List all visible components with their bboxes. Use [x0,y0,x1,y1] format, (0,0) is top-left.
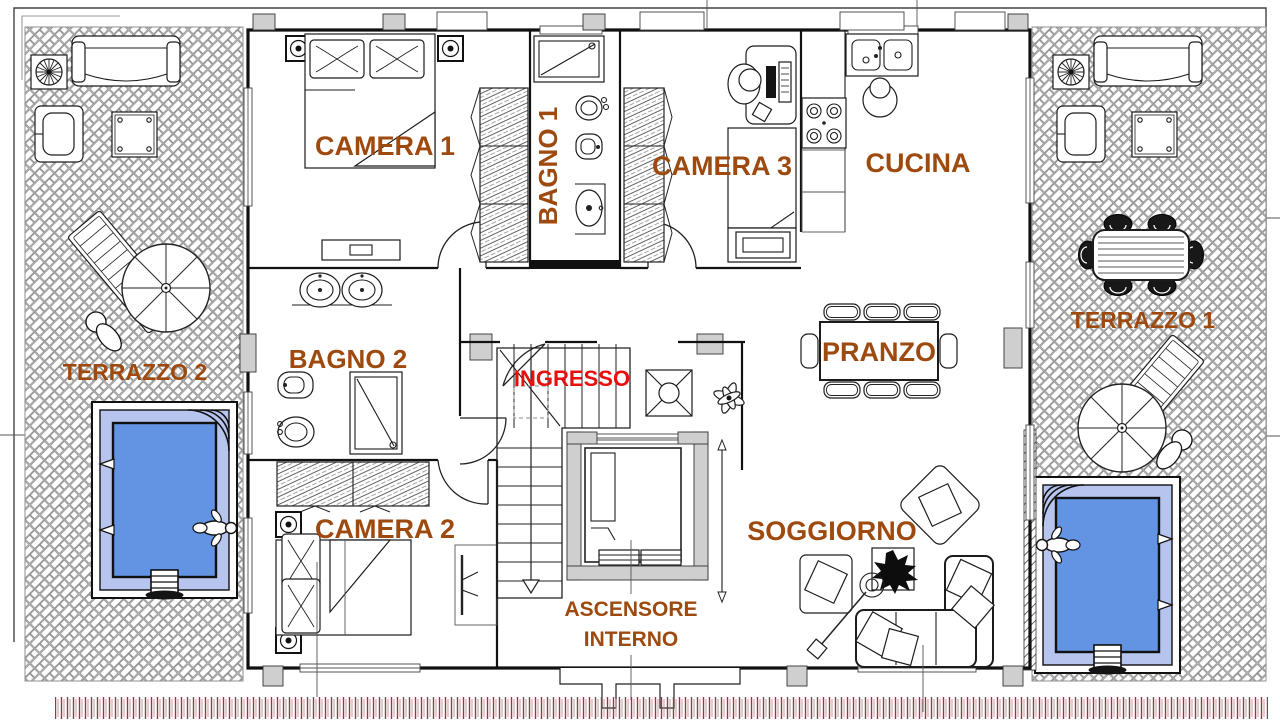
floor-lamp-icon [859,572,885,598]
apartment: CAMERA 1 BAGNO 1 [239,11,1037,712]
room-pranzo: PRANZO [800,303,958,399]
hall [645,369,745,604]
terrazzo1-label: TERRAZZO 1 [1071,307,1216,333]
camera2-label: CAMERA 2 [315,514,455,544]
elevator-cab [584,447,682,563]
hall-plant-icon [713,382,745,414]
interior-walls [248,30,803,668]
pranzo-label: PRANZO [822,337,936,367]
room-bagno2: BAGNO 2 [277,272,407,455]
wardrobe [479,87,529,263]
dining-table [819,321,939,381]
person-on-lounger [1156,429,1193,470]
stair-direction-arrow [521,579,541,595]
kitchen-sink [845,33,919,77]
room-bagno1: BAGNO 1 [533,35,610,235]
hedge-fringe [55,696,1268,720]
terrace-2: TERRAZZO 2 [24,26,244,682]
armchair-icon [900,465,980,545]
entry-mat [513,385,549,419]
person-at-desk [738,68,762,92]
room-camera1: CAMERA 1 [285,33,529,263]
terrace-1: TERRAZZO 1 [1031,26,1267,682]
room-soggiorno: SOGGIORNO [747,465,995,712]
bagno1-label: BAGNO 1 [533,107,563,225]
pool-left [90,400,239,601]
outdoor-dining-table [1077,213,1205,297]
person-on-lounger [85,311,122,352]
exterior-wall [246,28,1032,670]
bagno2-label: BAGNO 2 [289,344,407,374]
wardrobe [623,87,665,263]
terrazzo2-label: TERRAZZO 2 [63,359,207,385]
bidet-icon [277,416,315,448]
stairs: INGRESSO [496,344,631,599]
ascensore-label-line2: INTERNO [584,628,679,651]
soggiorno-label: SOGGIORNO [747,516,917,546]
ingresso-label: INGRESSO [514,366,630,391]
camera1-label: CAMERA 1 [315,131,455,161]
pool-right [1033,475,1182,676]
bidet-icon [575,95,603,121]
person-at-sink [869,77,891,99]
facade-pillars [239,11,1029,687]
ascensore-label-line1: ASCENSORE [564,598,697,621]
room-camera2: CAMERA 2 [275,461,498,697]
single-bed [727,127,797,229]
room-cucina: CUCINA [801,30,971,233]
camera3-label: CAMERA 3 [652,151,792,181]
room-camera3: CAMERA 3 [623,45,797,263]
cucina-label: CUCINA [866,148,971,178]
elevator: ASCENSORE INTERNO [564,431,709,700]
